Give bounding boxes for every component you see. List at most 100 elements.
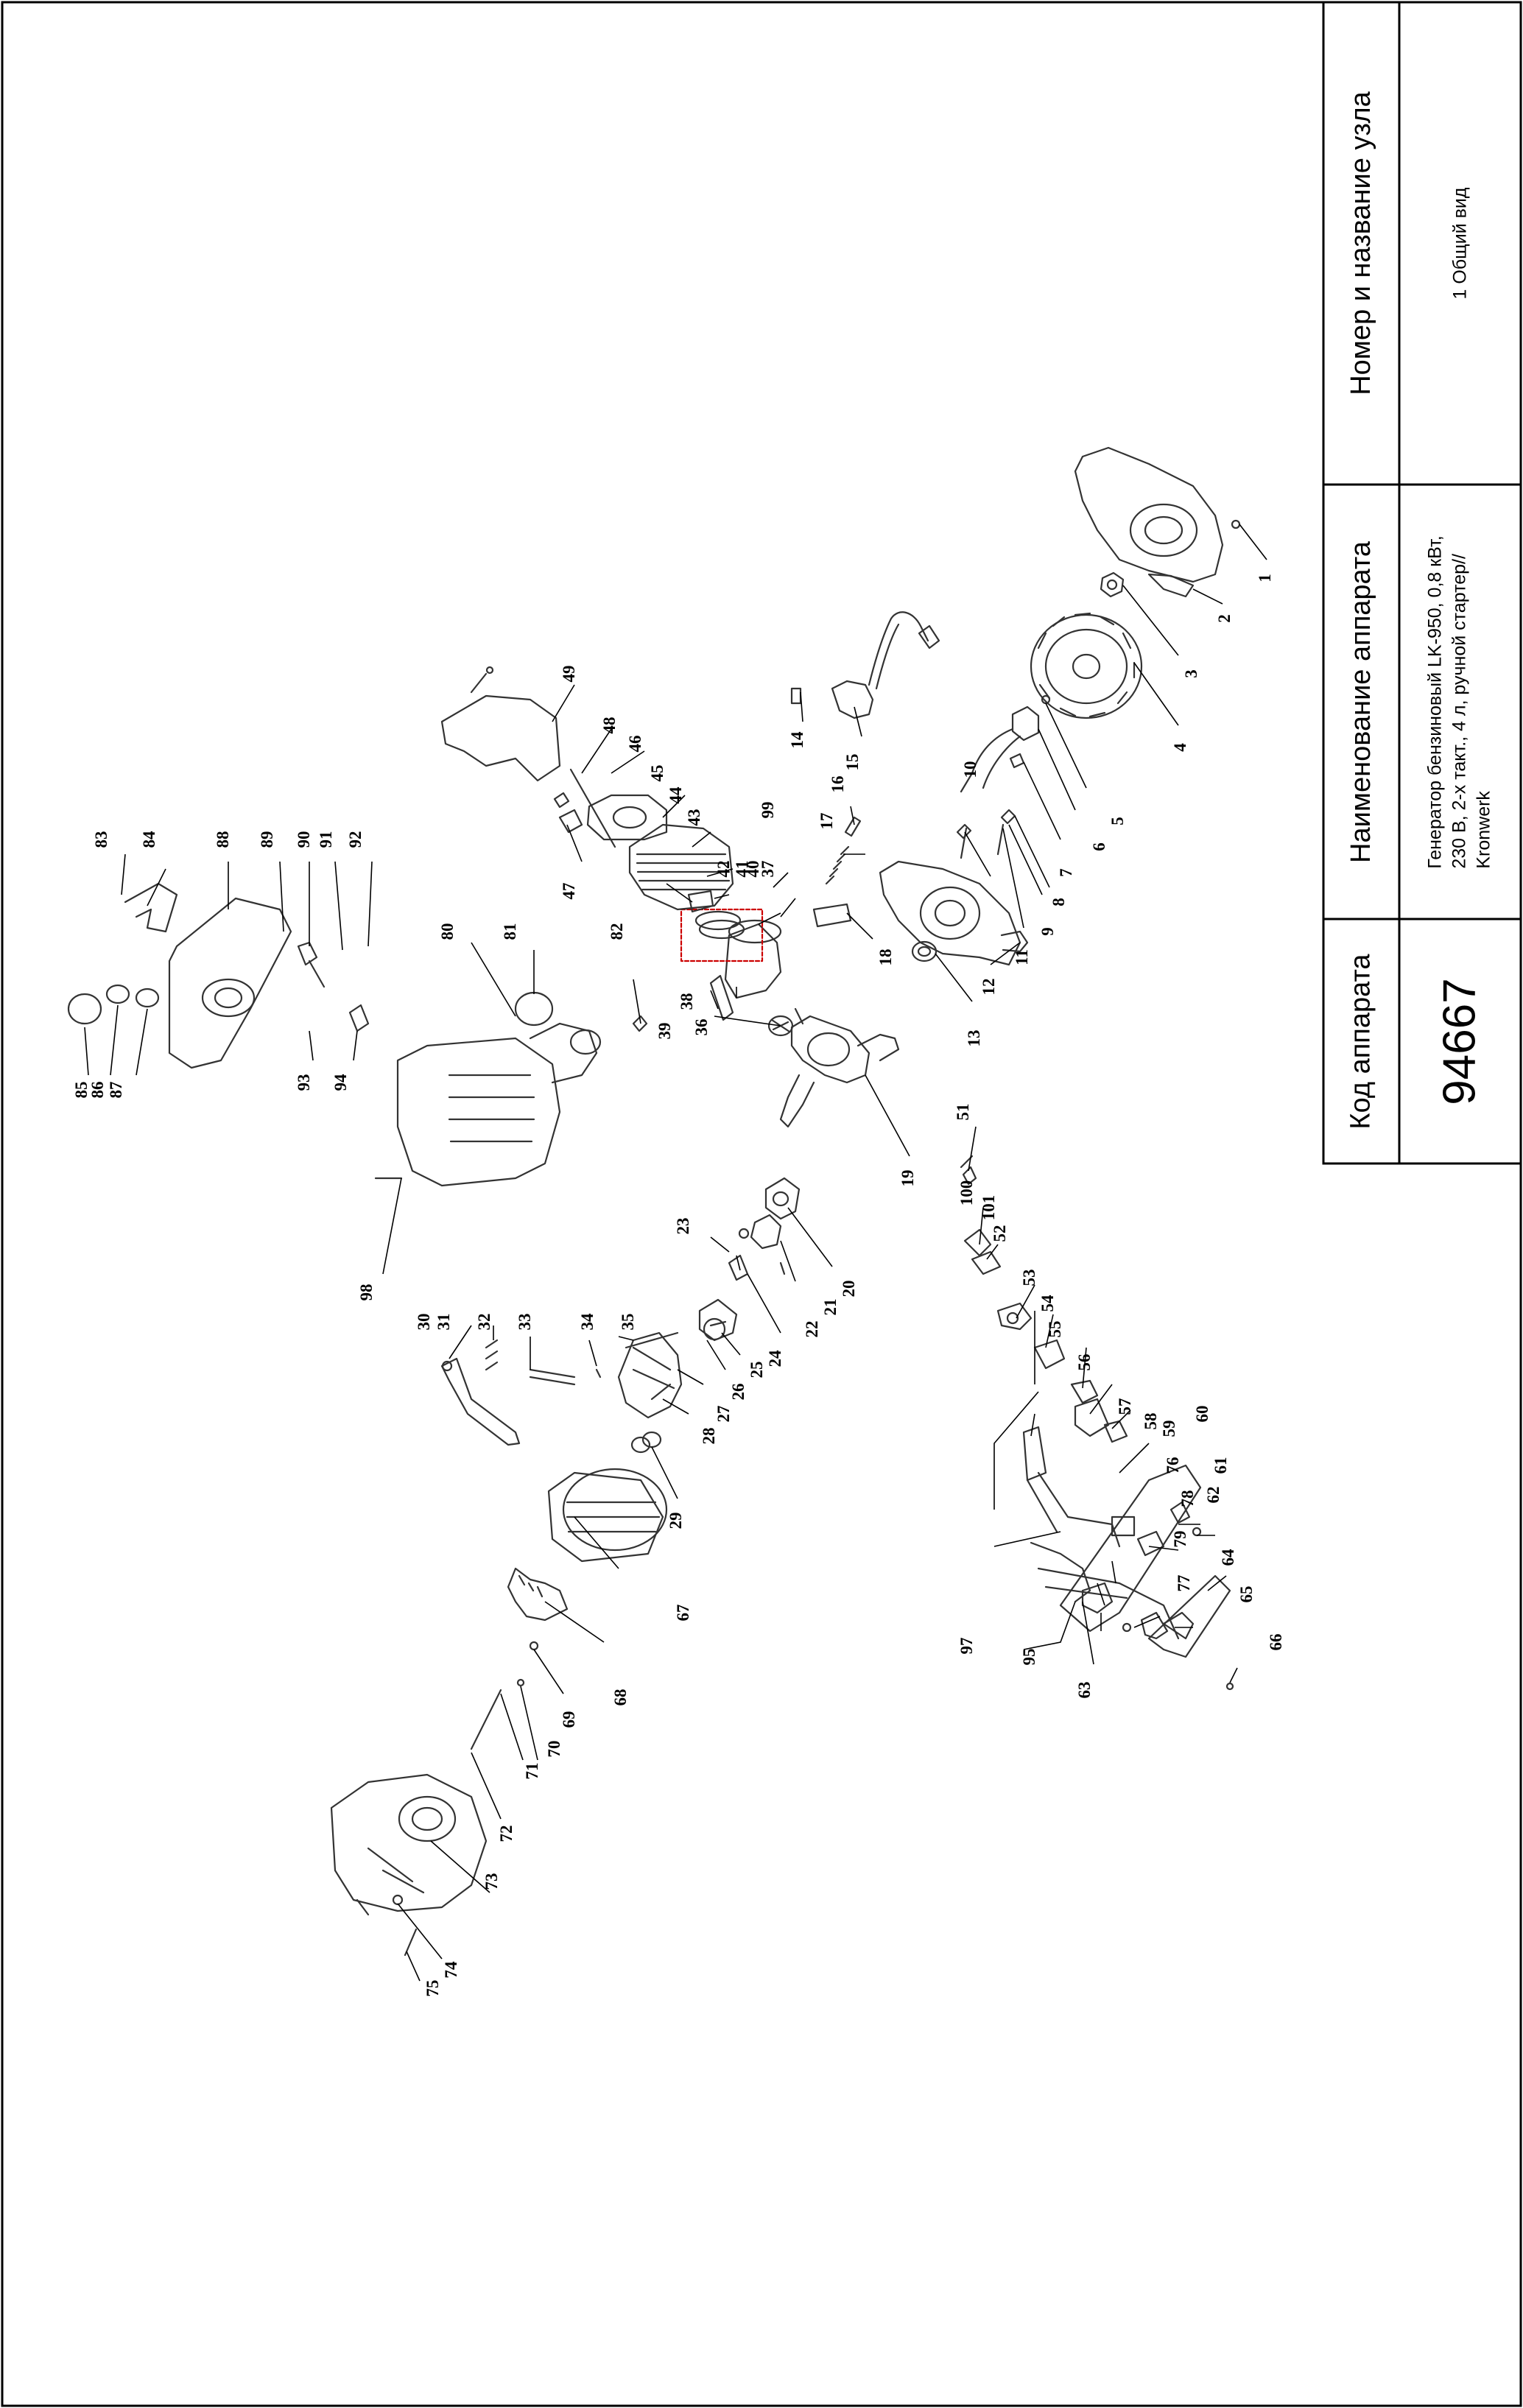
- part-label-66: 66: [1267, 1634, 1285, 1651]
- part-label-71: 71: [523, 1763, 541, 1780]
- part-label-68: 68: [611, 1689, 630, 1706]
- part-label-4: 4: [1171, 743, 1189, 752]
- part-label-27: 27: [714, 1406, 733, 1423]
- alternator-housing-drawing: [617, 1298, 738, 1448]
- unit-header: Номер и название узла: [1346, 91, 1376, 395]
- part-label-52: 52: [991, 1225, 1009, 1242]
- part-label-7: 7: [1057, 868, 1075, 877]
- part-label-86: 86: [88, 1082, 107, 1099]
- part-label-76: 76: [1164, 1457, 1182, 1474]
- part-label-90: 90: [295, 831, 313, 848]
- part-label-63: 63: [1075, 1682, 1094, 1699]
- part-label-98: 98: [357, 1284, 376, 1301]
- part-label-82: 82: [608, 923, 626, 940]
- cylinder-drawing: [553, 768, 734, 913]
- flywheel-nut-drawing: [1100, 571, 1125, 598]
- part-label-19: 19: [898, 1170, 917, 1187]
- part-label-83: 83: [92, 831, 110, 848]
- name-value: Генератор бензиновый LK-950, 0,8 кВт, 23…: [1424, 535, 1496, 868]
- part-label-55: 55: [1046, 1321, 1064, 1338]
- code-header: Код аппарата: [1346, 953, 1377, 1130]
- part-label-87: 87: [107, 1082, 125, 1099]
- part-label-60: 60: [1193, 1406, 1211, 1423]
- part-label-33: 33: [516, 1314, 534, 1331]
- part-label-18: 18: [876, 949, 895, 966]
- part-label-23: 23: [674, 1218, 692, 1235]
- stator-drawing: [507, 1436, 668, 1622]
- part-label-85: 85: [72, 1082, 91, 1099]
- part-label-100: 100: [957, 1180, 976, 1206]
- part-label-5: 5: [1108, 817, 1127, 825]
- part-label-57: 57: [1116, 1398, 1134, 1415]
- part-label-95: 95: [1020, 1649, 1038, 1666]
- part-label-1: 1: [1256, 574, 1274, 582]
- part-label-79: 79: [1171, 1531, 1189, 1548]
- piston-assembly-drawing: [680, 908, 782, 1021]
- part-label-70: 70: [545, 1741, 563, 1758]
- part-label-41: 41: [733, 861, 751, 878]
- part-label-54: 54: [1038, 1295, 1057, 1312]
- part-label-39: 39: [655, 1023, 674, 1040]
- part-label-44: 44: [666, 786, 685, 804]
- part-label-73: 73: [482, 1873, 501, 1890]
- part-label-24: 24: [766, 1350, 784, 1367]
- part-label-13: 13: [965, 1030, 983, 1047]
- part-label-69: 69: [560, 1711, 578, 1728]
- name-value-line-2: 230 В, 2-х такт., 4 л, ручной стартер//: [1449, 553, 1471, 869]
- code-value-cell: 94667: [1399, 919, 1521, 1163]
- part-label-49: 49: [560, 666, 578, 683]
- air-filter-drawing: [67, 882, 370, 1069]
- part-label-10: 10: [961, 761, 979, 778]
- part-label-61: 61: [1211, 1457, 1230, 1474]
- muffler-drawing: [396, 991, 648, 1187]
- part-label-58: 58: [1142, 1413, 1160, 1430]
- name-header: Наименование аппарата: [1346, 541, 1377, 863]
- part-label-16: 16: [829, 776, 847, 793]
- name-value-line-1: Генератор бензиновый LK-950, 0,8 кВт,: [1425, 535, 1446, 869]
- part-label-80: 80: [438, 923, 457, 940]
- spark-plug-cap-drawing: [790, 611, 940, 719]
- part-label-32: 32: [475, 1314, 493, 1331]
- part-label-51: 51: [954, 1104, 972, 1121]
- part-label-40: 40: [744, 861, 762, 878]
- part-label-53: 53: [1020, 1270, 1038, 1286]
- bolt-spring-plate-drawing: [812, 816, 862, 928]
- part-label-45: 45: [648, 765, 666, 782]
- part-label-92: 92: [346, 831, 365, 848]
- rear-cover-drawing: [330, 1773, 488, 1957]
- part-label-9: 9: [1038, 927, 1057, 936]
- part-label-64: 64: [1219, 1549, 1237, 1566]
- part-label-37: 37: [759, 861, 777, 878]
- part-label-99: 99: [759, 802, 777, 819]
- part-number-labels: 1234567891011121314151617181920212223242…: [72, 574, 1285, 1996]
- part-label-75: 75: [423, 1980, 442, 1997]
- part-label-91: 91: [317, 831, 335, 848]
- part-label-12: 12: [979, 979, 998, 996]
- part-label-42: 42: [714, 861, 733, 878]
- part-label-8: 8: [1049, 898, 1068, 906]
- throttle-linkage-drawing: [440, 1339, 602, 1446]
- part-label-15: 15: [843, 754, 862, 771]
- part-label-77: 77: [1175, 1575, 1193, 1592]
- part-label-56: 56: [1075, 1354, 1094, 1371]
- part-label-21: 21: [821, 1299, 840, 1316]
- part-label-74: 74: [442, 1961, 460, 1979]
- part-label-48: 48: [600, 717, 619, 734]
- name-value-cell: Генератор бензиновый LK-950, 0,8 кВт, 23…: [1399, 485, 1521, 919]
- crankshaft-drawing: [779, 1007, 900, 1128]
- unit-value: 1 Общий вид: [1449, 187, 1470, 300]
- part-label-81: 81: [501, 923, 519, 940]
- part-label-30: 30: [415, 1314, 433, 1331]
- part-label-93: 93: [295, 1074, 313, 1091]
- crankcase-drawing: [879, 809, 1029, 966]
- code-header-cell: Код аппарата: [1323, 919, 1399, 1163]
- oil-seal-drawing: [911, 940, 938, 962]
- part-label-101: 101: [979, 1195, 998, 1221]
- unit-header-cell: Номер и название узла: [1323, 2, 1399, 485]
- part-label-28: 28: [700, 1428, 718, 1445]
- title-block-grid: [1322, 1, 1522, 1165]
- part-label-36: 36: [692, 1019, 711, 1036]
- part-label-14: 14: [788, 731, 806, 749]
